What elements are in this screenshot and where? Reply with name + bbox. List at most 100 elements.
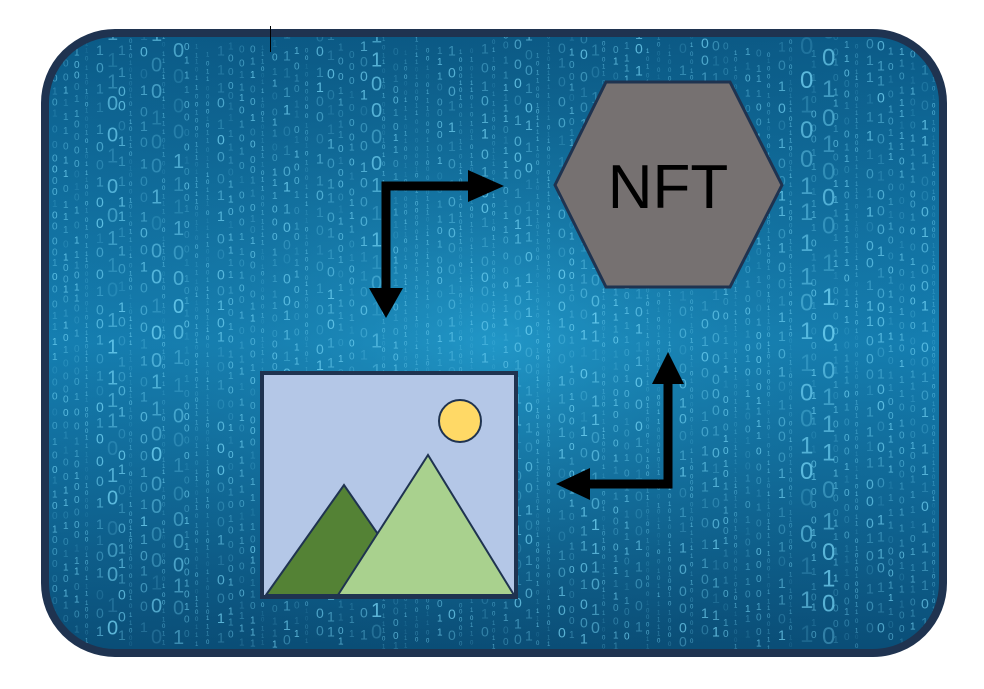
svg-text:0: 0	[140, 134, 148, 150]
svg-text:1: 1	[107, 337, 118, 359]
svg-text:1: 1	[481, 234, 489, 250]
svg-text:1: 1	[701, 333, 709, 349]
svg-text:1: 1	[107, 255, 118, 277]
svg-text:0: 0	[932, 574, 936, 580]
svg-text:0: 0	[448, 627, 456, 643]
svg-text:1: 1	[206, 117, 210, 123]
svg-text:1: 1	[855, 195, 859, 201]
svg-text:0: 0	[767, 379, 771, 385]
svg-text:0: 0	[492, 83, 496, 89]
svg-text:1: 1	[789, 603, 793, 609]
svg-text:1: 1	[855, 329, 859, 335]
svg-text:0: 0	[217, 231, 225, 247]
svg-text:1: 1	[195, 597, 199, 603]
svg-text:1: 1	[129, 596, 133, 602]
svg-text:0: 0	[558, 528, 566, 544]
svg-text:0: 0	[184, 556, 190, 567]
svg-text:0: 0	[789, 71, 793, 77]
svg-text:1: 1	[206, 467, 210, 473]
svg-text:1: 1	[129, 61, 133, 67]
svg-text:1: 1	[657, 464, 661, 470]
svg-text:0: 0	[844, 68, 850, 79]
svg-text:0: 0	[404, 248, 408, 254]
svg-text:0: 0	[393, 327, 399, 338]
svg-text:0: 0	[470, 96, 474, 102]
svg-text:0: 0	[107, 564, 118, 586]
svg-text:0: 0	[371, 272, 382, 294]
svg-text:0: 0	[833, 419, 839, 430]
svg-text:1: 1	[426, 249, 430, 255]
svg-text:0: 0	[932, 275, 936, 281]
svg-text:1: 1	[382, 79, 386, 85]
svg-text:1: 1	[470, 267, 474, 273]
svg-text:1: 1	[459, 300, 463, 306]
svg-text:1: 1	[327, 246, 335, 262]
svg-text:0: 0	[250, 290, 256, 301]
svg-text:1: 1	[360, 346, 368, 362]
svg-text:1: 1	[283, 64, 291, 80]
svg-text:0: 0	[602, 532, 606, 538]
svg-text:0: 0	[470, 288, 474, 294]
svg-text:1: 1	[492, 194, 496, 200]
svg-text:0: 0	[778, 100, 786, 116]
svg-text:0: 0	[96, 399, 104, 415]
svg-text:0: 0	[910, 336, 916, 347]
svg-text:0: 0	[85, 505, 89, 511]
svg-text:1: 1	[723, 492, 729, 503]
svg-text:1: 1	[844, 475, 850, 486]
svg-text:0: 0	[415, 83, 419, 89]
svg-text:0: 0	[492, 602, 496, 608]
svg-text:0: 0	[866, 36, 874, 52]
svg-text:0: 0	[690, 481, 694, 487]
svg-text:1: 1	[52, 109, 58, 120]
svg-text:0: 0	[932, 87, 936, 93]
svg-text:1: 1	[404, 621, 408, 627]
svg-text:0: 0	[459, 74, 463, 80]
svg-text:1: 1	[547, 642, 551, 648]
svg-text:0: 0	[877, 203, 885, 219]
svg-text:0: 0	[723, 395, 729, 406]
svg-text:1: 1	[646, 319, 650, 325]
svg-text:1: 1	[569, 364, 575, 375]
svg-text:0: 0	[272, 217, 278, 228]
svg-text:0: 0	[547, 343, 551, 349]
svg-text:0: 0	[140, 44, 148, 60]
svg-text:0: 0	[393, 159, 399, 170]
svg-text:0: 0	[602, 327, 606, 333]
svg-text:0: 0	[855, 204, 859, 210]
svg-text:1: 1	[52, 637, 58, 648]
svg-text:0: 0	[162, 624, 166, 630]
svg-text:0: 0	[536, 558, 540, 564]
svg-text:1: 1	[228, 258, 234, 269]
svg-text:0: 0	[866, 332, 874, 348]
svg-text:1: 1	[426, 340, 430, 346]
svg-text:1: 1	[866, 313, 874, 329]
svg-text:1: 1	[822, 509, 835, 536]
svg-text:1: 1	[206, 545, 210, 551]
svg-text:0: 0	[558, 331, 566, 347]
svg-text:0: 0	[393, 95, 399, 106]
svg-text:1: 1	[800, 587, 813, 614]
svg-text:1: 1	[503, 160, 509, 171]
svg-text:1: 1	[415, 75, 419, 81]
svg-text:0: 0	[382, 604, 386, 610]
svg-text:1: 1	[712, 460, 720, 476]
svg-text:0: 0	[371, 126, 382, 148]
svg-text:1: 1	[217, 297, 225, 313]
svg-text:0: 0	[932, 128, 936, 134]
svg-text:0: 0	[426, 176, 430, 182]
svg-text:1: 1	[437, 156, 443, 167]
svg-text:1: 1	[404, 333, 408, 339]
svg-text:0: 0	[811, 515, 817, 526]
svg-text:1: 1	[239, 484, 245, 495]
svg-text:1: 1	[855, 466, 859, 472]
svg-text:0: 0	[723, 67, 729, 78]
svg-text:0: 0	[921, 498, 929, 514]
svg-text:1: 1	[272, 178, 278, 189]
svg-text:1: 1	[239, 440, 245, 451]
svg-text:0: 0	[899, 157, 905, 168]
svg-text:1: 1	[140, 82, 148, 98]
svg-text:0: 0	[767, 566, 771, 572]
svg-text:1: 1	[536, 146, 540, 152]
